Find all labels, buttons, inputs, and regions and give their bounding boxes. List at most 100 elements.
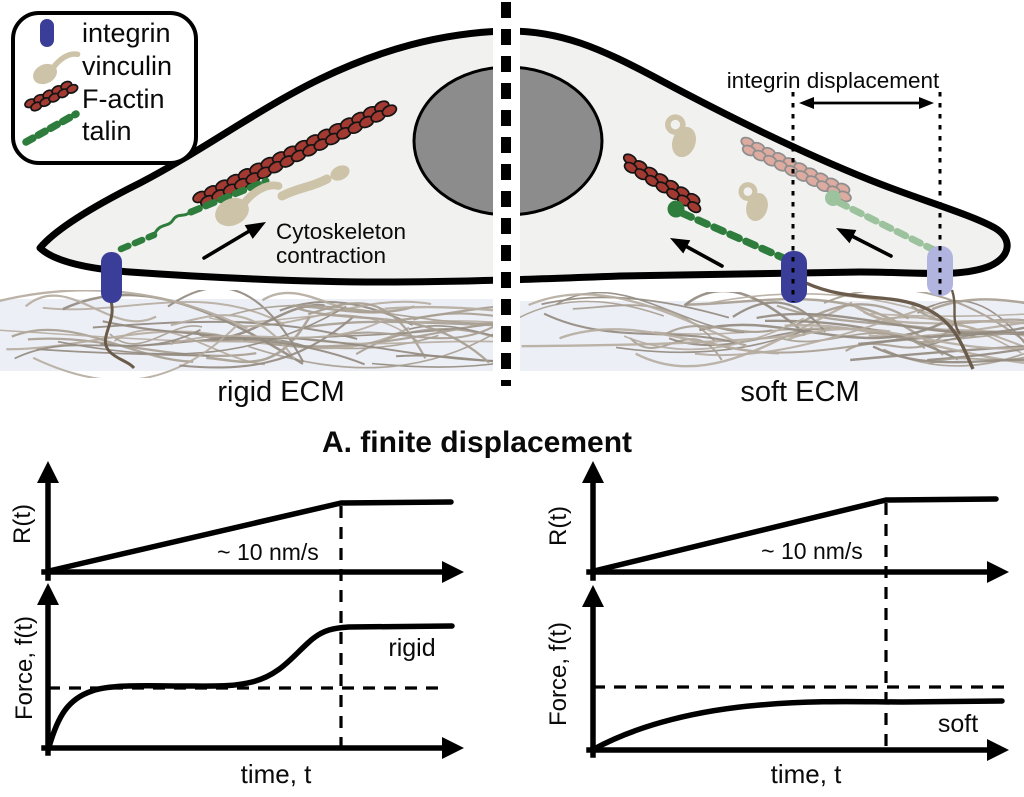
legend-vinculin-icon [33, 51, 81, 85]
soft-curve-label: soft [938, 710, 978, 738]
ecm-fiber [0, 329, 267, 343]
ecm-fiber [528, 293, 748, 348]
ecm-fiber [102, 320, 365, 366]
ecm-fiber [872, 345, 1024, 364]
ecm-substrate-soft [518, 281, 1024, 371]
rigid-ecm-label: rigid ECM [217, 376, 344, 408]
vinculin-molecule [330, 165, 350, 181]
ecm-fiber [179, 316, 354, 369]
ecm-fiber [942, 319, 1024, 325]
ecm-fiber [57, 305, 347, 355]
ecm-fiber [521, 333, 806, 348]
rigid-force-y-arrow [37, 583, 59, 605]
ecm-fiber [699, 320, 947, 340]
ecm-anchor-fiber-soft-2 [950, 289, 962, 335]
ecm-fiber [787, 327, 1024, 350]
plot-soft: R(t) ~ 10 nm/s Force, f(t) soft time, t [545, 461, 1012, 789]
contraction-arrow-line [202, 228, 253, 260]
soft-ecm-label: soft ECM [740, 376, 859, 408]
ecm-fiber [27, 337, 257, 358]
ecm-fiber-network-rigid [0, 290, 494, 378]
ecm-fiber [917, 300, 1024, 344]
ecm-fiber [337, 325, 494, 340]
soft-force-y-label: Force, f(t) [545, 622, 572, 726]
rigid-force-y-label: Force, f(t) [11, 616, 38, 720]
ecm-fiber [32, 324, 238, 378]
rigid-force-x-arrow [442, 737, 464, 759]
talin-rod-soft [678, 209, 792, 264]
talin-rod-rigid-a [117, 231, 158, 253]
f-actin-segment [381, 104, 398, 118]
retraction-arrow-line-2 [844, 231, 893, 258]
ecm-fiber [756, 312, 1024, 334]
ecm-fiber [870, 312, 1024, 317]
integrin-soft [781, 251, 807, 303]
legend-label-talin: talin [82, 116, 132, 146]
talin-rod-rigid-b [187, 177, 270, 216]
legend-box: integrin vinculin F-actin talin [11, 11, 198, 165]
cytoskeleton-label-line1: Cytoskeleton [276, 219, 406, 244]
ecm-fiber [926, 331, 1024, 347]
legend-label-integrin: integrin [82, 18, 171, 48]
contraction-arrow-head [244, 222, 266, 239]
vinculin-group [215, 114, 768, 227]
ecm-fiber [927, 347, 1024, 362]
ecm-anchor-fiber-soft [805, 281, 975, 370]
vinculin-molecule [738, 182, 768, 222]
f-actin-bundle-soft [622, 153, 702, 214]
ecm-fiber [863, 311, 1024, 337]
rigid-displacement-y-arrow [37, 461, 59, 483]
ecm-fiber [292, 304, 415, 314]
ecm-fiber [303, 320, 494, 329]
soft-time-axis-label: time, t [771, 759, 843, 789]
soft-rate-annotation: ~ 10 nm/s [761, 538, 863, 564]
rigid-displacement-curve [46, 499, 454, 574]
ecm-fiber [42, 301, 285, 326]
rigid-displacement-y-label: R(t) [9, 504, 36, 544]
focal-adhesion-soft: integrin displacement [622, 68, 953, 303]
f-actin-bundle-soft-previous [740, 136, 852, 203]
rigid-displacement-x-arrow [442, 561, 464, 583]
soft-displacement-x-arrow [987, 561, 1009, 583]
ecm-fiber [240, 300, 432, 328]
ecm-fiber [167, 290, 305, 363]
ecm-fiber [11, 328, 194, 363]
ecm-fiber [36, 348, 210, 357]
ecm-fiber [559, 328, 780, 355]
vinculin-molecule [215, 181, 283, 227]
legend-label-vinculin: vinculin [82, 51, 172, 81]
legend-f-actin-icon [24, 80, 79, 112]
soft-displacement-y-arrow [582, 461, 604, 483]
soft-displacement-curve [591, 496, 999, 574]
soft-displacement-y-label: R(t) [545, 506, 572, 546]
ecm-fiber [295, 306, 490, 364]
ecm-fiber [868, 316, 1024, 348]
legend-talin-icon [22, 110, 80, 146]
retraction-arrow-head-2 [836, 228, 857, 244]
ecm-fiber [795, 303, 910, 327]
ecm-fiber [243, 337, 494, 362]
ecm-fiber [109, 325, 203, 345]
vinculin-molecule [33, 51, 81, 85]
displacement-arrow-head-right [919, 97, 934, 109]
f-actin-segment [66, 83, 79, 94]
ecm-fiber [206, 316, 311, 364]
legend-integrin-icon [40, 19, 54, 47]
cytoskeleton-label-line2: contraction [276, 243, 386, 268]
ecm-fiber [229, 304, 494, 325]
ecm-fiber [170, 314, 296, 360]
talin-rod-soft-previous [834, 198, 938, 254]
retraction-arrow-line-1 [678, 241, 724, 268]
f-actin-segment [687, 201, 702, 214]
ecm-fiber [170, 317, 388, 346]
ecm-fiber [518, 300, 665, 320]
f-actin-bundle-rigid [192, 100, 398, 208]
soft-force-x-arrow [987, 739, 1009, 761]
vinculin-strand-rigid [277, 174, 332, 201]
soft-force-y-arrow [582, 585, 604, 607]
displacement-arrow-head-left [799, 97, 814, 109]
ecm-fiber [683, 292, 807, 336]
ecm-fiber [384, 305, 494, 312]
